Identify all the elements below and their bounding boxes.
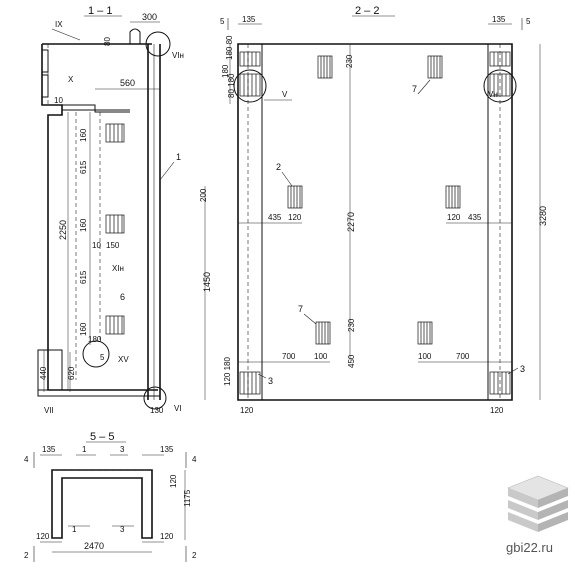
mark-IX: IX: [55, 20, 63, 29]
dim-160: 160: [79, 128, 88, 142]
dim-130: 130: [150, 406, 164, 415]
mark-2: 2: [276, 162, 281, 172]
dim-150: 150: [106, 241, 120, 250]
section-5-5: 5 – 5 135 135 4 4 1 3 1175 120 1 3 120 1…: [24, 431, 197, 562]
cut-mark-3: 3: [120, 525, 125, 534]
dim-700: 700: [282, 352, 296, 361]
mark-VIn: VIн: [172, 51, 184, 60]
watermark-logo: gbi22.ru: [506, 475, 569, 555]
mark-Vn: Vн: [488, 90, 498, 99]
dim-435: 435: [468, 213, 482, 222]
mark-XIn: XIн: [112, 264, 124, 273]
stack-logo-icon: [507, 475, 569, 532]
dim-120: 120: [169, 474, 178, 488]
dim-1450: 1450: [202, 272, 212, 292]
dim-180-80: 180 80: [225, 35, 234, 60]
detail-callout-Vn: [483, 69, 517, 103]
dim-435: 435: [268, 213, 282, 222]
dim-3280: 3280: [538, 206, 548, 226]
cut-mark-4: 4: [192, 455, 197, 464]
dim-1175: 1175: [183, 489, 192, 507]
dim-620: 620: [67, 366, 76, 380]
cut-mark-1: 1: [82, 445, 87, 454]
dim-615: 615: [79, 160, 88, 174]
mark-3: 3: [268, 376, 273, 386]
dim-230: 230: [345, 54, 354, 68]
dim-135: 135: [160, 445, 174, 454]
mark-7: 7: [412, 84, 417, 94]
section-title-5-5: 5 – 5: [90, 431, 114, 443]
dim-180: 180: [221, 64, 230, 78]
dim-230: 230: [347, 318, 356, 332]
rib-element: [147, 44, 161, 400]
cut-mark-2: 2: [192, 551, 197, 560]
dim-80: 80: [103, 37, 112, 46]
dim-2270: 2270: [346, 212, 356, 232]
dim-700: 700: [456, 352, 470, 361]
dim-120-180: 120 180: [223, 357, 232, 386]
dim-100: 100: [418, 352, 432, 361]
dim-300: 300: [142, 12, 157, 22]
watermark-text: gbi22.ru: [506, 540, 553, 555]
dim-80-180: 80 180: [227, 73, 236, 98]
cut-mark-5: 5: [220, 17, 225, 26]
dim-135: 135: [42, 445, 56, 454]
cut-mark-5: 5: [526, 17, 531, 26]
cut-mark-1: 1: [72, 525, 77, 534]
dim-440: 440: [39, 366, 48, 380]
mark-7: 7: [298, 304, 303, 314]
mark-3: 3: [520, 364, 525, 374]
dim-135: 135: [492, 15, 506, 24]
dim-100: 100: [314, 352, 328, 361]
section-title-2-2: 2 – 2: [355, 5, 379, 17]
dim-120: 120: [36, 532, 50, 541]
detail-callout-VI: [143, 386, 167, 410]
mark-V: V: [282, 90, 288, 99]
dim-120: 120: [490, 406, 504, 415]
section-1-1: 1 – 1: [37, 5, 184, 415]
dim-120: 120: [160, 532, 174, 541]
detail-callout-5: [82, 340, 110, 368]
dim-615: 615: [79, 270, 88, 284]
detail-callout-V: [233, 69, 267, 103]
dim-2470: 2470: [84, 541, 104, 551]
mark-XV: XV: [118, 355, 129, 364]
mark-VII: VII: [44, 406, 54, 415]
dim-135: 135: [242, 15, 256, 24]
dim-10: 10: [92, 241, 101, 250]
embedded-plate: [287, 55, 461, 345]
section-2-2: 2 – 2: [199, 5, 548, 415]
mark-X: X: [68, 75, 74, 84]
cut-mark-2: 2: [24, 551, 29, 560]
mark-5: 5: [100, 353, 105, 362]
dim-2250: 2250: [58, 220, 68, 240]
dim-120: 120: [288, 213, 302, 222]
dim-200: 200: [199, 188, 208, 202]
embedded-plate: [105, 315, 125, 335]
dim-10: 10: [54, 96, 63, 105]
channel-profile: [51, 469, 153, 539]
mark-1: 1: [176, 152, 181, 162]
panel-outline-2-2: [237, 43, 513, 401]
dim-120: 120: [240, 406, 254, 415]
mark-6: 6: [120, 292, 125, 302]
cut-mark-4: 4: [24, 455, 29, 464]
cut-mark-3: 3: [120, 445, 125, 454]
dim-450: 450: [347, 354, 356, 368]
dim-180: 180: [88, 335, 102, 344]
embedded-plate: [105, 214, 125, 234]
embedded-plate: [105, 123, 125, 143]
dim-120: 120: [447, 213, 461, 222]
dim-560: 560: [120, 78, 135, 88]
dim-160: 160: [79, 322, 88, 336]
section-title-1-1: 1 – 1: [88, 5, 112, 17]
detail-callout-VIn: [145, 31, 171, 57]
mark-VI: VI: [174, 404, 182, 413]
dim-160: 160: [79, 218, 88, 232]
